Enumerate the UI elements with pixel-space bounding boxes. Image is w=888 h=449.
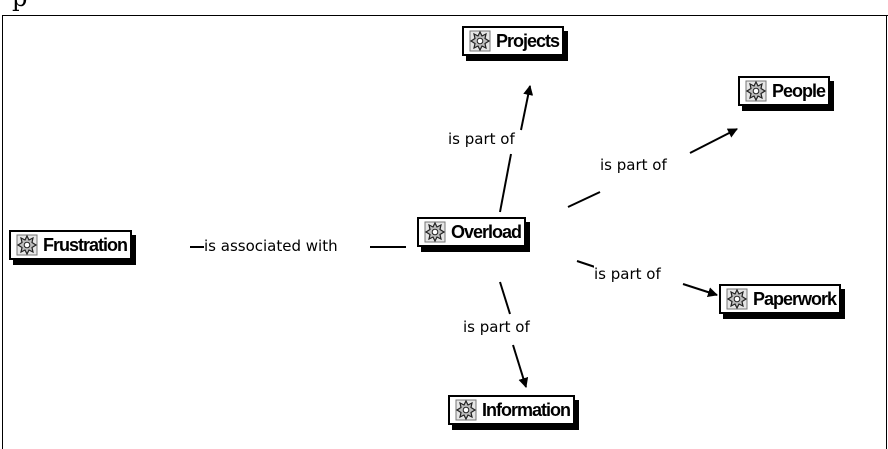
concept-gear-icon [424, 221, 446, 243]
concept-node-information[interactable]: Information [448, 395, 575, 425]
concept-label-frustration: Frustration [43, 234, 128, 255]
concept-gear-icon [469, 30, 491, 52]
frame-border-right [886, 15, 887, 449]
concept-node-people[interactable]: People [738, 76, 831, 106]
link-line-overload-information [499, 281, 511, 315]
concept-label-projects: Projects [496, 30, 560, 51]
concept-node-paperwork[interactable]: Paperwork [719, 284, 842, 314]
arrow-to-projects [520, 85, 534, 131]
arrow-to-people [689, 128, 738, 154]
concept-gear-icon [726, 288, 748, 310]
link-line-overload-paperwork [576, 260, 596, 268]
link-label-projects: is part of [448, 130, 515, 148]
link-label-people: is part of [600, 156, 667, 174]
concept-node-projects[interactable]: Projects [462, 26, 565, 56]
link-label-information: is part of [463, 318, 530, 336]
concept-label-paperwork: Paperwork [753, 288, 837, 309]
link-line-overload-people [567, 191, 601, 208]
concept-label-overload: Overload [451, 221, 522, 242]
page-caption: p [12, 0, 27, 10]
link-label-paperwork: is part of [594, 265, 661, 283]
link-label-frustration: is associated with [204, 237, 338, 255]
frame-border-top [2, 15, 888, 16]
concept-gear-icon [745, 80, 767, 102]
concept-node-frustration[interactable]: Frustration [9, 230, 133, 260]
frame-border-left [2, 15, 3, 449]
concept-node-overload[interactable]: Overload [417, 217, 527, 247]
concept-gear-icon [455, 399, 477, 421]
concept-label-people: People [772, 80, 826, 101]
concept-label-information: Information [482, 399, 571, 420]
arrow-to-paperwork [682, 283, 718, 297]
arrow-to-information [512, 344, 529, 388]
concept-gear-icon [16, 234, 38, 256]
link-line-overload-projects [499, 153, 512, 213]
